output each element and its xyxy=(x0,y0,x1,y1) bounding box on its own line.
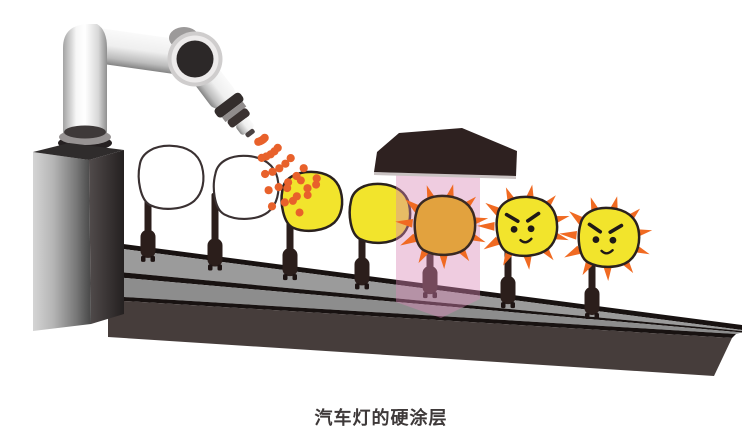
lamp-face xyxy=(504,211,541,244)
post-capsule xyxy=(354,257,370,286)
spray-dot xyxy=(292,171,301,181)
car-lamp-hardened xyxy=(559,196,653,282)
lamp-body xyxy=(137,144,205,210)
car-lamp-uncoated xyxy=(137,144,205,210)
caption: 汽车灯的硬涂层 xyxy=(314,408,448,429)
right-eyebrow xyxy=(608,223,624,234)
spray-dot xyxy=(264,186,273,195)
lamp-body xyxy=(495,195,559,258)
right-eye xyxy=(527,225,535,233)
nozzle-collar-1 xyxy=(214,92,244,118)
spray-dot xyxy=(261,169,270,179)
spray-dot xyxy=(312,174,321,183)
nozzle-collar-2 xyxy=(227,108,250,128)
smile xyxy=(519,237,533,244)
smile xyxy=(600,249,614,255)
spray-nozzle xyxy=(236,117,254,135)
uv-lamp-hood xyxy=(374,128,517,176)
lamp-body xyxy=(577,206,641,269)
robot-base-front xyxy=(33,152,91,331)
robot-vertical-arm xyxy=(63,24,107,140)
spray-dot xyxy=(274,183,283,192)
post-foot xyxy=(594,312,599,319)
lamp-body xyxy=(413,194,477,257)
post-foot xyxy=(585,312,590,319)
post-capsule xyxy=(584,286,600,315)
lamp-body xyxy=(280,170,344,233)
spray-dot xyxy=(284,178,293,187)
spray-dot xyxy=(299,164,308,173)
post-capsule xyxy=(422,266,438,295)
post-foot xyxy=(208,264,213,271)
coating-droplet xyxy=(312,180,321,189)
shine-spike xyxy=(483,236,502,250)
conveyor-front-edge-line xyxy=(108,296,736,338)
spray-dot xyxy=(292,192,301,201)
spray-dot xyxy=(280,198,289,207)
spray-dot xyxy=(281,159,290,168)
base-neck-ring-top xyxy=(64,125,106,139)
spray-dot xyxy=(267,202,277,211)
post-foot xyxy=(141,255,146,262)
post-foot xyxy=(432,292,437,299)
spray-nozzle-tip xyxy=(245,128,255,138)
right-eye xyxy=(609,236,617,244)
nozzle-collar-ring xyxy=(221,101,247,123)
spray-dot xyxy=(303,184,312,193)
coating-droplet xyxy=(303,191,312,200)
robot-base xyxy=(33,143,124,331)
robot-base-side xyxy=(89,150,124,324)
post-foot xyxy=(355,283,360,290)
robot-joint xyxy=(176,40,214,78)
shine-spike xyxy=(564,245,583,258)
car-lamp-uv-curing xyxy=(395,184,489,270)
lamp-face xyxy=(587,222,624,255)
lamps-curing-and-after xyxy=(395,184,653,282)
post-capsule xyxy=(282,248,298,277)
left-eye xyxy=(592,236,600,244)
post-foot xyxy=(364,283,369,290)
shine-spike xyxy=(400,233,419,246)
uv-curing-lamp xyxy=(374,128,517,179)
spray-dot xyxy=(275,164,284,173)
post-foot xyxy=(217,264,222,271)
post-foot xyxy=(501,302,506,309)
left-eyebrow xyxy=(504,212,520,224)
post-capsule xyxy=(207,238,223,267)
post-foot xyxy=(292,274,297,281)
spray-robot xyxy=(33,24,255,331)
spray-dot xyxy=(257,153,266,162)
lamp-post xyxy=(207,193,223,271)
left-eyebrow xyxy=(587,222,603,234)
post-capsule xyxy=(140,229,156,258)
shine-spike xyxy=(477,222,495,231)
post-capsule xyxy=(500,276,516,305)
lamps-before-curing xyxy=(137,144,412,245)
spray-droplets xyxy=(254,133,321,211)
spray-dot xyxy=(268,167,277,176)
conveyor-track-line xyxy=(108,271,742,333)
shine-spike xyxy=(559,230,578,240)
robot-base-top xyxy=(33,143,124,160)
post-foot xyxy=(423,292,428,299)
car-lamp-hardened xyxy=(477,184,570,270)
post-foot xyxy=(150,255,155,262)
coating-droplet xyxy=(295,208,304,217)
conveyor-front-surface xyxy=(108,276,742,334)
post-foot xyxy=(510,302,515,309)
spray-dot xyxy=(254,137,263,146)
conveyor-front-face xyxy=(108,300,732,376)
left-eye xyxy=(510,225,518,233)
post-foot xyxy=(283,274,288,281)
uv-hood-rim xyxy=(374,172,516,179)
spray-dot xyxy=(286,154,295,163)
right-eyebrow xyxy=(525,211,541,223)
shine-spike xyxy=(395,218,414,228)
